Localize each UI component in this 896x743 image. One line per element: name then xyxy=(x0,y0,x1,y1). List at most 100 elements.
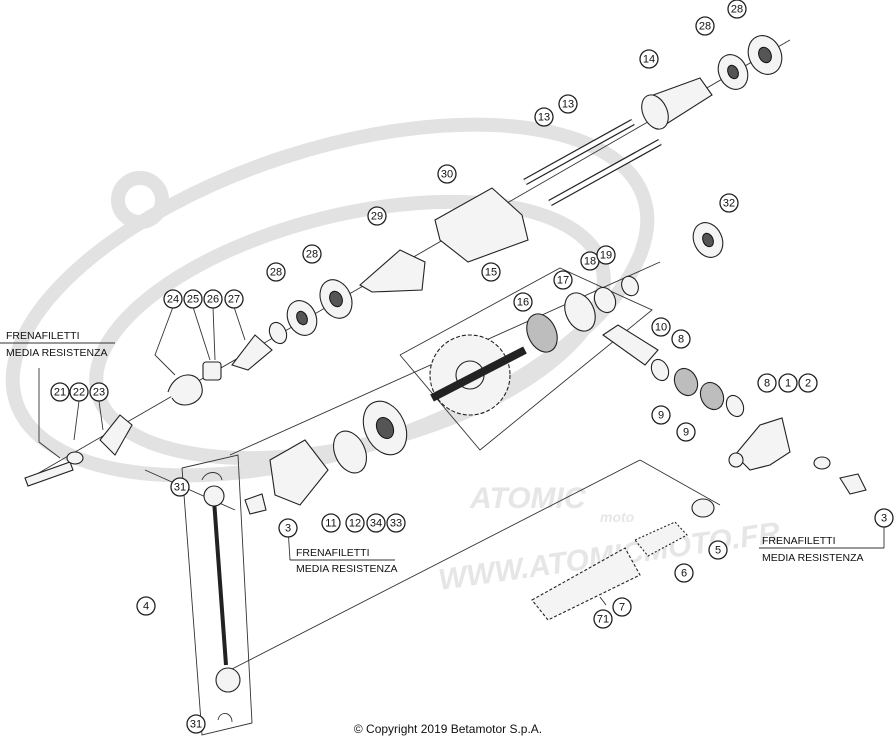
clip-31-bottom xyxy=(217,713,233,723)
parts xyxy=(24,35,867,723)
callout-3: 3 xyxy=(278,518,298,538)
bolt-3-left xyxy=(244,493,267,515)
callout-label: 3 xyxy=(881,513,887,525)
spring-6 xyxy=(634,521,688,557)
bearing-bore-icon xyxy=(329,290,343,308)
callout-label: 13 xyxy=(538,112,550,124)
callout-4: 4 xyxy=(136,596,156,616)
clip-5 xyxy=(691,498,715,518)
callout-label: 25 xyxy=(187,294,199,306)
callout-23: 23 xyxy=(89,382,109,402)
callout-label: 19 xyxy=(600,250,612,262)
washer-22 xyxy=(66,451,84,465)
callout-label: 28 xyxy=(270,267,282,279)
callout-label: 17 xyxy=(557,275,569,287)
note-left: FRENAFILETTI MEDIA RESISTENZA xyxy=(6,330,108,359)
callout-28: 28 xyxy=(266,262,286,282)
callout-12: 12 xyxy=(345,513,365,533)
callout-label: 24 xyxy=(167,294,179,306)
callout-9: 9 xyxy=(651,405,671,425)
callout-label: 16 xyxy=(517,297,529,309)
note-center: FRENAFILETTI MEDIA RESISTENZA xyxy=(296,547,398,575)
callout-label: 14 xyxy=(643,54,655,66)
bearing-bore-icon xyxy=(702,232,714,248)
callout-label: 28 xyxy=(306,249,318,261)
nut-25 xyxy=(202,361,222,381)
note-left-line-2: MEDIA RESISTENZA xyxy=(6,347,108,359)
callout-label: 2 xyxy=(805,378,811,390)
plate-27 xyxy=(231,334,273,371)
ball-joint-bottom xyxy=(215,667,241,693)
note-right-line-2: MEDIA RESISTENZA xyxy=(762,552,864,564)
callout-3: 3 xyxy=(874,508,894,528)
callout-label: 1 xyxy=(785,378,791,390)
callout-label: 31 xyxy=(190,719,202,731)
callout-1: 1 xyxy=(778,373,798,393)
callout-26: 26 xyxy=(203,289,223,309)
bearing-bore-icon xyxy=(296,310,308,326)
callout-29: 29 xyxy=(367,206,387,226)
bearing-bore-icon xyxy=(758,46,772,64)
callout-label: 30 xyxy=(441,169,453,181)
bearing-bore-icon xyxy=(375,416,395,440)
copyright-text: © Copyright 2019 Betamotor S.p.A. xyxy=(353,722,543,736)
callout-2: 2 xyxy=(798,373,818,393)
callout-label: 22 xyxy=(73,387,85,399)
bearing-bore-icon xyxy=(727,64,739,80)
bolt-3-right xyxy=(839,473,867,495)
ring-19 xyxy=(621,275,639,297)
callout-24: 24 xyxy=(163,289,183,309)
gear-shaft xyxy=(430,346,527,402)
rod-4 xyxy=(212,499,228,666)
callout-label: 9 xyxy=(683,427,689,439)
note-right-line-1: FRENAFILETTI xyxy=(762,535,836,547)
callout-31: 31 xyxy=(186,714,206,734)
callout-27: 27 xyxy=(224,289,244,309)
callout-16: 16 xyxy=(513,292,533,312)
callout-34: 34 xyxy=(366,513,386,533)
shaft-29 xyxy=(359,249,426,293)
callout-label: 18 xyxy=(584,256,596,268)
callout-14: 14 xyxy=(639,49,659,69)
callout-8: 8 xyxy=(671,329,691,349)
callout-label: 29 xyxy=(371,211,383,223)
callout-8: 8 xyxy=(757,373,777,393)
callout-label: 12 xyxy=(349,518,361,530)
washer-17 xyxy=(564,292,596,332)
callout-15: 15 xyxy=(481,262,501,282)
callout-label: 13 xyxy=(562,99,574,111)
clip-31-top xyxy=(201,472,223,481)
callout-label: 15 xyxy=(485,267,497,279)
callout-label: 7 xyxy=(619,602,625,614)
callout-label: 21 xyxy=(54,387,66,399)
callout-19: 19 xyxy=(596,245,616,265)
bracket-30 xyxy=(434,187,529,263)
callout-31: 31 xyxy=(170,477,190,497)
callout-label: 8 xyxy=(764,378,770,390)
callout-label: 23 xyxy=(93,387,105,399)
callout-label: 6 xyxy=(681,568,687,580)
callout-label: 9 xyxy=(658,410,664,422)
bearing-18 xyxy=(593,286,617,314)
callout-6: 6 xyxy=(674,563,694,583)
callout-28: 28 xyxy=(302,244,322,264)
selector-drum-end xyxy=(641,94,669,130)
kickstart-lever-1 xyxy=(734,417,791,471)
callout-label: 27 xyxy=(228,294,240,306)
callout-30: 30 xyxy=(437,164,457,184)
callout-5: 5 xyxy=(708,540,728,560)
callout-21: 21 xyxy=(50,382,70,402)
callout-label: 28 xyxy=(699,21,711,33)
spring-24 xyxy=(167,374,203,406)
washer-icon xyxy=(268,321,288,345)
callout-13: 13 xyxy=(534,107,554,127)
spring-7 xyxy=(531,547,641,621)
callout-label: 32 xyxy=(723,198,735,210)
ring-8-a xyxy=(650,358,670,382)
needle-bearing-16 xyxy=(526,313,558,353)
callout-label: 4 xyxy=(143,601,149,613)
callout-17: 17 xyxy=(553,270,573,290)
needle-bearing-9-a xyxy=(673,367,699,397)
